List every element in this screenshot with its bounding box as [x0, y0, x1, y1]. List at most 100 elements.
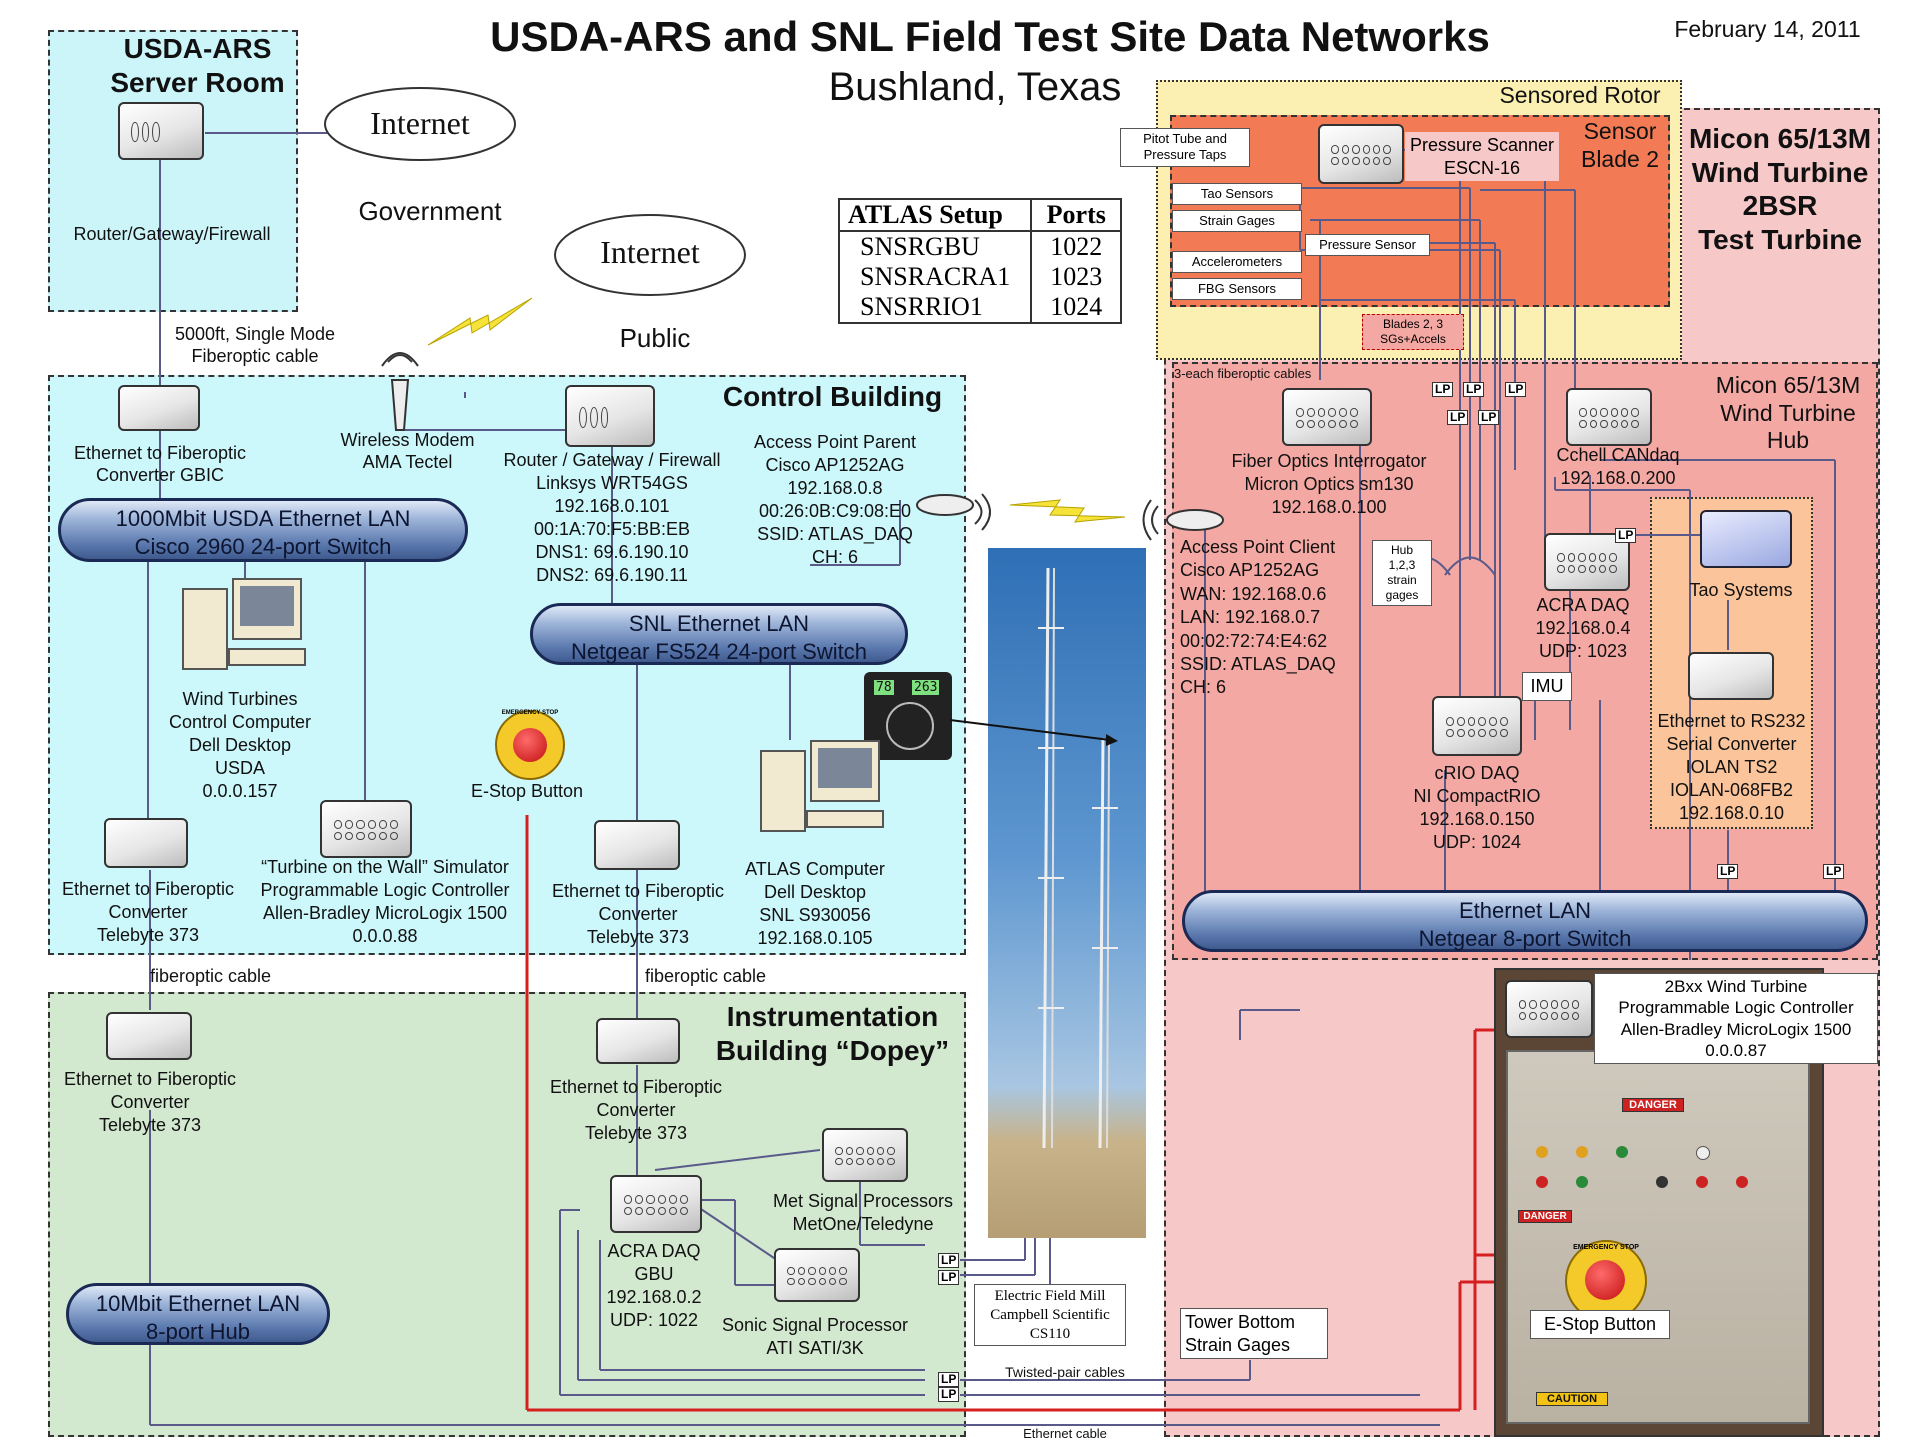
atlas-setup-table: ATLAS Setup Ports SNSRGBU 1022 SNSRACRA1…	[837, 198, 1123, 324]
diagram-title: USDA-ARS and SNL Field Test Site Data Ne…	[490, 13, 1490, 60]
lp-tag: LP	[938, 1387, 960, 1403]
table-row: SNSRACRA1 1023	[837, 262, 1123, 292]
lp-tag: LP	[1823, 864, 1845, 880]
server-router-icon	[118, 102, 204, 160]
panel-danger-sign: DANGER	[1622, 1098, 1684, 1112]
panel-door	[1506, 1050, 1810, 1424]
hub-title: Micon 65/13M Wind Turbine Hub	[1715, 372, 1861, 454]
lp-tag: LP	[1615, 528, 1637, 544]
wireless-modem-label: Wireless Modem AMA Tectel	[340, 430, 475, 472]
twisted-pair-label: Twisted-pair cables	[1005, 1364, 1125, 1380]
atlas-setup-cell: SNSRGBU	[837, 231, 1033, 262]
control-router-icon	[565, 385, 655, 447]
crio-daq-icon	[1432, 696, 1522, 756]
public-internet-cloud: Internet	[600, 234, 700, 270]
pressure-sensor-label: Pressure Sensor	[1305, 234, 1430, 257]
sensor-blade-title: Sensor Blade 2	[1580, 118, 1659, 172]
inst-converter-left-icon	[106, 1012, 192, 1060]
pressure-scanner-icon	[1318, 124, 1404, 184]
fiber-cable-left-label: fiberoptic cable	[150, 966, 272, 986]
pitot-tube-label: Pitot Tube and Pressure Taps	[1120, 128, 1250, 167]
atlas-setup-cell: SNSRRIO1	[837, 292, 1033, 324]
gbic-converter-label: Ethernet to Fiberoptic Converter GBIC	[73, 443, 247, 485]
rs232-converter-icon	[1688, 652, 1774, 700]
fiber-converter-mid-icon	[594, 820, 680, 870]
atlas-computer-icon	[760, 740, 884, 840]
strain-gages-label: Strain Gages	[1172, 210, 1302, 233]
field-mill-label: Electric Field Mill Campbell Scientific …	[974, 1284, 1126, 1347]
blades-2-3-label: Blades 2, 3 SGs+Accels	[1362, 314, 1464, 350]
instrumentation-building-title: Instrumentation Building “Dopey”	[715, 1001, 950, 1066]
turbine-ethernet-lan-label: Ethernet LAN Netgear 8-port Switch	[1418, 898, 1632, 951]
wind-display-instrument: 78 263	[864, 672, 952, 760]
snl-ethernet-lan: SNL Ethernet LAN Netgear FS524 24-port S…	[530, 603, 908, 665]
fiber-run-label: 5000ft, Single Mode Fiberoptic cable	[174, 324, 336, 366]
table-row: SNSRRIO1 1024	[837, 292, 1123, 324]
sonic-signal-processor-icon	[774, 1248, 860, 1302]
lp-tag: LP	[1717, 864, 1739, 880]
access-point-client-label: Access Point Client Cisco AP1252AG WAN: …	[1180, 537, 1336, 698]
fiber-converter-left-icon	[104, 818, 188, 868]
atlas-port-cell: 1023	[1031, 262, 1123, 292]
three-each-fiber-label: 3-each fiberoptic cables	[1174, 366, 1312, 381]
wind-turbine-computer-label: Wind Turbines Control Computer Dell Desk…	[168, 689, 312, 802]
fiber-cable-mid-label: fiberoptic cable	[645, 966, 767, 986]
sensored-rotor-title: Sensored Rotor	[1499, 82, 1661, 108]
fiber-converter-left-label: Ethernet to Fiberoptic Converter Telebyt…	[61, 879, 235, 946]
lp-tag: LP	[1505, 382, 1527, 398]
usda-ethernet-lan: 1000Mbit USDA Ethernet LAN Cisco 2960 24…	[58, 498, 468, 562]
estop-button-control[interactable]: EMERGENCY STOP	[495, 710, 565, 780]
rs232-converter-label: Ethernet to RS232 Serial Converter IOLAN…	[1657, 711, 1806, 824]
public-internet-caption: Public	[619, 323, 691, 353]
atlas-header-ports: Ports	[1030, 198, 1123, 232]
wind-display-right-readout: 263	[912, 680, 940, 695]
atlas-computer-label: ATLAS Computer Dell Desktop SNL S930056 …	[745, 859, 885, 949]
met-tower-photo	[988, 548, 1146, 1238]
acra-hub-icon	[1544, 533, 1630, 591]
lp-tag: LP	[1478, 410, 1500, 426]
panel-danger-sign-2: DANGER	[1518, 1210, 1572, 1223]
diagram-subtitle: Bushland, Texas	[828, 65, 1122, 109]
inst-converter-left-label: Ethernet to Fiberoptic Converter Telebyt…	[63, 1069, 237, 1136]
atlas-port-cell: 1024	[1031, 292, 1123, 324]
snl-ethernet-lan-label: SNL Ethernet LAN Netgear FS524 24-port S…	[571, 611, 867, 664]
hub-10mbit-lan-label: 10Mbit Ethernet LAN 8-port Hub	[95, 1291, 301, 1344]
lp-tag: LP	[1432, 382, 1454, 398]
lp-tag: LP	[938, 1270, 960, 1286]
wind-display-dial	[886, 702, 934, 750]
estop-turbine-badge-text: EMERGENCY STOP	[1573, 1244, 1639, 1251]
met-signal-processor-label: Met Signal Processors MetOne/Teledyne	[772, 1191, 954, 1235]
crio-daq-label: cRIO DAQ NI CompactRIO 192.168.0.150 UDP…	[1413, 763, 1541, 853]
estop-button-control-label: E-Stop Button	[470, 781, 584, 801]
gov-internet-caption: Government	[358, 196, 502, 226]
server-router-label: Router/Gateway/Firewall	[73, 224, 271, 244]
test-turbine-title: Micon 65/13M Wind Turbine 2BSR Test Turb…	[1688, 123, 1872, 255]
sonic-signal-processor-label: Sonic Signal Processor ATI SATI/3K	[721, 1315, 909, 1359]
panel-indicator-lights	[1536, 1146, 1776, 1206]
tower-bottom-label: Tower Bottom Strain Gages	[1180, 1308, 1328, 1359]
server-room-zone	[48, 30, 298, 312]
fbg-sensors-label: FBG Sensors	[1172, 278, 1302, 301]
fiber-interrogator-label: Fiber Optics Interrogator Micron Optics …	[1231, 451, 1427, 518]
lp-tag: LP	[1463, 382, 1485, 398]
acra-gbu-icon	[610, 1175, 702, 1233]
plc-2bxx-label: 2Bxx Wind Turbine Programmable Logic Con…	[1594, 973, 1878, 1064]
pressure-scanner-label: Pressure Scanner ESCN-16	[1405, 132, 1559, 181]
tao-systems-label: Tao Systems	[1689, 580, 1793, 600]
gov-internet-cloud: Internet	[370, 105, 470, 141]
instrumentation-building-zone	[48, 992, 966, 1437]
server-room-title: USDA-ARS Server Room	[110, 33, 285, 98]
accelerometers-label: Accelerometers	[1172, 251, 1302, 274]
plc-simulator-icon	[320, 800, 412, 858]
estop-badge-text: EMERGENCY STOP	[501, 710, 559, 716]
gbic-converter-icon	[118, 385, 200, 431]
atlas-table-header-row: ATLAS Setup Ports	[837, 198, 1123, 232]
inst-converter-mid-icon	[596, 1018, 680, 1064]
hub-10mbit-lan: 10Mbit Ethernet LAN 8-port Hub	[66, 1283, 330, 1345]
plc-2bxx-icon	[1505, 980, 1593, 1038]
estop-button-turbine-label: E-Stop Button	[1530, 1310, 1670, 1339]
plc-simulator-label: “Turbine on the Wall” Simulator Programm…	[260, 857, 510, 947]
cchell-candaq-icon	[1566, 388, 1652, 446]
